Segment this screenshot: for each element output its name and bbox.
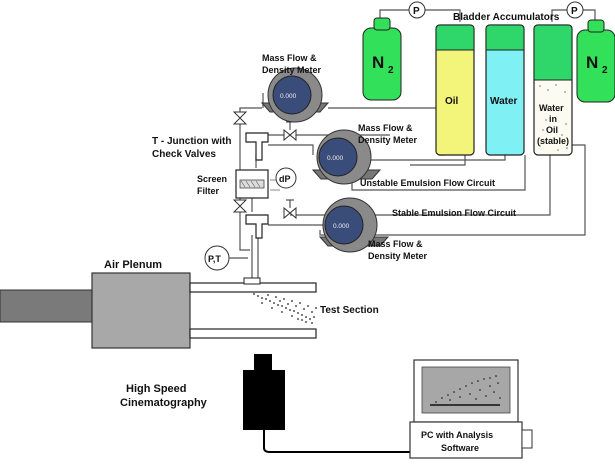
- svg-text:Stable Emulsion Flow Circuit: Stable Emulsion Flow Circuit: [392, 208, 516, 218]
- high-speed-camera: [243, 354, 410, 453]
- svg-text:Mass Flow &: Mass Flow &: [358, 123, 413, 133]
- test-section: [189, 277, 317, 339]
- oil-label: Oil: [445, 96, 459, 107]
- svg-text:PC with Analysis: PC with Analysis: [421, 430, 493, 440]
- pressure-gauge-top-left: P: [408, 1, 426, 19]
- svg-text:2: 2: [602, 65, 608, 76]
- pressure-gauge-top-right: P: [566, 1, 584, 19]
- svg-text:P: P: [413, 6, 420, 17]
- svg-text:Density Meter: Density Meter: [368, 251, 428, 261]
- pc-base: [409, 421, 533, 459]
- oil-accumulator: Oil: [435, 24, 475, 156]
- water-label: Water: [490, 96, 518, 107]
- pc-monitor: [413, 359, 519, 423]
- air-plenum-label: Air Plenum: [104, 259, 162, 271]
- air-inlet-pipe: [0, 289, 93, 323]
- svg-text:Unstable Emulsion Flow Circuit: Unstable Emulsion Flow Circuit: [360, 178, 495, 188]
- svg-text:Screen: Screen: [197, 174, 227, 184]
- water-in-oil-accumulator: Water in Oil (stable): [533, 24, 573, 156]
- svg-text:Filter: Filter: [197, 186, 220, 196]
- svg-text:0.000: 0.000: [327, 155, 344, 162]
- svg-text:Check Valves: Check Valves: [152, 149, 216, 160]
- n2-label-right: N: [586, 53, 598, 72]
- svg-text:dP: dP: [279, 174, 291, 184]
- t-junction-bottom: [245, 214, 269, 239]
- svg-text:Mass Flow &: Mass Flow &: [368, 239, 423, 249]
- svg-text:(stable): (stable): [537, 136, 569, 146]
- svg-text:0.000: 0.000: [280, 93, 297, 100]
- svg-text:Software: Software: [441, 443, 479, 453]
- spray-plume: [253, 293, 317, 324]
- svg-text:Density Meter: Density Meter: [262, 65, 322, 75]
- mass-flow-meter-middle: 0.000: [311, 129, 382, 185]
- svg-text:Cinematography: Cinematography: [120, 397, 208, 409]
- svg-text:P: P: [571, 6, 578, 17]
- mass-flow-meter-top: 0.000: [260, 67, 330, 123]
- n2-label-left: N: [372, 53, 384, 72]
- svg-text:2: 2: [388, 65, 394, 76]
- bladder-accumulators-label: Bladder Accumulators: [453, 12, 560, 23]
- n2-bottle-left: N 2: [362, 17, 402, 101]
- svg-text:0.000: 0.000: [333, 223, 350, 230]
- mass-flow-meter-bottom: 0.000: [318, 197, 390, 253]
- svg-text:Oil: Oil: [546, 125, 558, 135]
- n2-bottle-right: N 2: [576, 19, 615, 103]
- svg-text:High Speed: High Speed: [126, 383, 187, 395]
- pt-gauge: P,T: [204, 245, 248, 271]
- screen-filter: [235, 169, 269, 199]
- air-plenum: [91, 272, 191, 349]
- svg-text:Mass Flow &: Mass Flow &: [262, 53, 317, 63]
- emulsion-dots: [539, 84, 568, 151]
- svg-text:Density Meter: Density Meter: [358, 135, 418, 145]
- valves: [232, 111, 297, 220]
- t-junction-top: [245, 132, 269, 161]
- svg-text:T - Junction with: T - Junction with: [152, 136, 231, 147]
- svg-text:P,T: P,T: [208, 254, 221, 264]
- test-section-label: Test Section: [320, 305, 379, 316]
- svg-text:in: in: [549, 114, 557, 124]
- dp-gauge: dP: [275, 167, 297, 189]
- svg-text:Water: Water: [539, 103, 564, 113]
- water-accumulator: Water: [485, 24, 525, 156]
